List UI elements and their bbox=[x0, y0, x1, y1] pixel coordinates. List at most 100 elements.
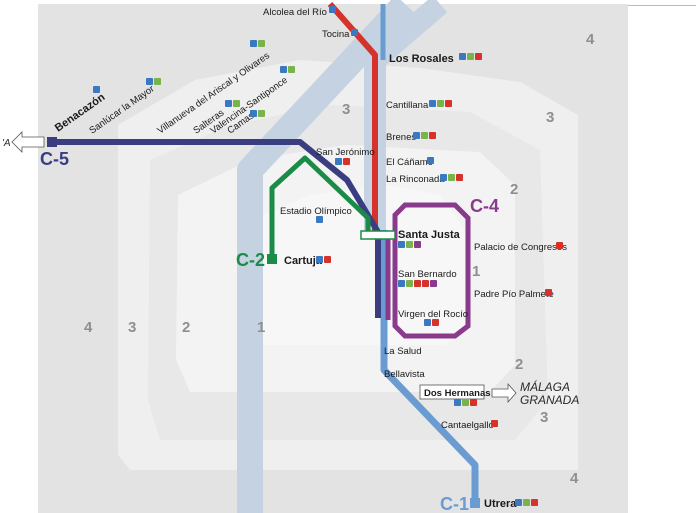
bike-icon bbox=[233, 100, 240, 107]
station-la-salud[interactable]: La Salud bbox=[384, 346, 422, 357]
parking-icon bbox=[424, 319, 431, 326]
parking-icon bbox=[440, 174, 447, 181]
arrow-left-icon bbox=[11, 131, 45, 153]
parking-icon bbox=[146, 78, 153, 85]
marker-santa-justa[interactable] bbox=[360, 230, 396, 240]
parking-icon bbox=[351, 29, 358, 36]
bike-icon bbox=[406, 241, 413, 248]
station-cartuja[interactable]: Cartuja bbox=[284, 255, 323, 267]
station-virgen-rocio[interactable]: Virgen del Rocío bbox=[398, 309, 468, 320]
line-labels: C-5 C-2 C-4 C-1 bbox=[40, 149, 499, 513]
parking-icon bbox=[93, 86, 100, 93]
taxi-icon bbox=[422, 280, 429, 287]
bike-icon bbox=[467, 53, 474, 60]
bus-icon bbox=[556, 242, 563, 249]
bike-icon bbox=[406, 280, 413, 287]
zone-digit: 2 bbox=[515, 356, 523, 373]
zone-digit: 2 bbox=[510, 181, 518, 198]
station-tocina[interactable]: Tocina bbox=[322, 29, 350, 40]
line-c3-red bbox=[327, 2, 378, 235]
line-c4-purple bbox=[392, 202, 471, 339]
parking-icon bbox=[398, 241, 405, 248]
line-label-c5: C-5 bbox=[40, 149, 69, 169]
station-santa-justa[interactable]: Santa Justa bbox=[398, 229, 461, 241]
station-palacio-congresos[interactable]: Palacio de Congresos bbox=[474, 242, 567, 253]
bike-icon bbox=[437, 100, 444, 107]
station-markers bbox=[47, 137, 480, 508]
marker-benacazon[interactable] bbox=[47, 137, 57, 147]
left-exit: 'A bbox=[2, 131, 45, 153]
station-san-bernardo[interactable]: San Bernardo bbox=[398, 269, 457, 280]
corridor-diagonal bbox=[237, 0, 415, 513]
zone-1-core bbox=[238, 185, 465, 345]
station-cantaelgallo[interactable]: Cantaelgallo bbox=[441, 420, 494, 431]
bus-icon bbox=[432, 319, 439, 326]
dos-hermanas-group[interactable]: Dos Hermanas MÁLAGA GRANADA bbox=[419, 379, 579, 407]
bike-icon bbox=[421, 132, 428, 139]
parking-icon bbox=[454, 399, 461, 406]
parking-icon bbox=[335, 158, 342, 165]
station-san-jeronimo[interactable]: San Jerónimo bbox=[316, 147, 375, 158]
station-utrera[interactable]: Utrera bbox=[484, 498, 517, 510]
page-edge-rule bbox=[628, 5, 696, 6]
bus-icon bbox=[456, 174, 463, 181]
parking-icon bbox=[429, 100, 436, 107]
zone-digit: 4 bbox=[586, 31, 595, 48]
bike-icon bbox=[154, 78, 161, 85]
zone-digit: 4 bbox=[84, 319, 93, 336]
bus-icon bbox=[324, 256, 331, 263]
line-label-c1: C-1 bbox=[440, 494, 469, 513]
bus-icon bbox=[545, 289, 552, 296]
zone-digit: 2 bbox=[182, 319, 190, 336]
line-label-c2: C-2 bbox=[236, 250, 265, 270]
bus-icon bbox=[531, 499, 538, 506]
line-c5-navy bbox=[56, 139, 381, 318]
parking-icon bbox=[398, 280, 405, 287]
bus-icon bbox=[475, 53, 482, 60]
bus-icon bbox=[491, 420, 498, 427]
zone-digit: 1 bbox=[472, 263, 480, 280]
station-cantillana[interactable]: Cantillana bbox=[386, 100, 429, 111]
station-bellavista[interactable]: Bellavista bbox=[384, 369, 425, 380]
parking-icon bbox=[413, 132, 420, 139]
parking-icon bbox=[329, 6, 336, 13]
station-el-canamo[interactable]: El Cáñamo bbox=[386, 157, 433, 168]
zone-digit: 3 bbox=[540, 409, 548, 426]
info-icon bbox=[430, 280, 437, 287]
parking-icon bbox=[427, 157, 434, 164]
parking-icon bbox=[316, 216, 323, 223]
service-icons bbox=[93, 6, 563, 506]
zone-digit: 3 bbox=[342, 101, 350, 118]
marker-utrera[interactable] bbox=[470, 498, 480, 508]
parking-icon bbox=[225, 100, 232, 107]
bike-icon bbox=[462, 399, 469, 406]
station-la-rinconada[interactable]: La Rinconada bbox=[386, 174, 445, 185]
zone-digit: 3 bbox=[546, 109, 554, 126]
dest-granada: GRANADA bbox=[520, 393, 579, 407]
bike-icon bbox=[523, 499, 530, 506]
station-estadio-olimpico[interactable]: Estadio Olímpico bbox=[280, 206, 352, 217]
parking-icon bbox=[250, 110, 257, 117]
parking-icon bbox=[515, 499, 522, 506]
parking-icon bbox=[250, 40, 257, 47]
dest-left-cut: 'A bbox=[2, 138, 11, 149]
station-padre-pio[interactable]: Padre Pío Palmete bbox=[474, 289, 554, 300]
bus-icon bbox=[445, 100, 452, 107]
marker-cartuja[interactable] bbox=[267, 254, 277, 264]
zone-digit: 1 bbox=[257, 319, 265, 336]
station-brenes[interactable]: Brenes bbox=[386, 132, 416, 143]
line-c1-blue bbox=[380, 230, 479, 505]
bike-icon bbox=[448, 174, 455, 181]
lines bbox=[56, 2, 479, 505]
station-los-rosales[interactable]: Los Rosales bbox=[389, 53, 454, 65]
bus-icon bbox=[429, 132, 436, 139]
zone-digit: 3 bbox=[128, 319, 136, 336]
dos-hermanas-box bbox=[419, 384, 485, 400]
bus-icon bbox=[414, 280, 421, 287]
bike-icon bbox=[258, 40, 265, 47]
dest-malaga: MÁLAGA bbox=[520, 379, 570, 394]
station-dos-hermanas[interactable]: Dos Hermanas bbox=[424, 388, 491, 399]
station-alcolea[interactable]: Alcolea del Río bbox=[263, 7, 327, 18]
